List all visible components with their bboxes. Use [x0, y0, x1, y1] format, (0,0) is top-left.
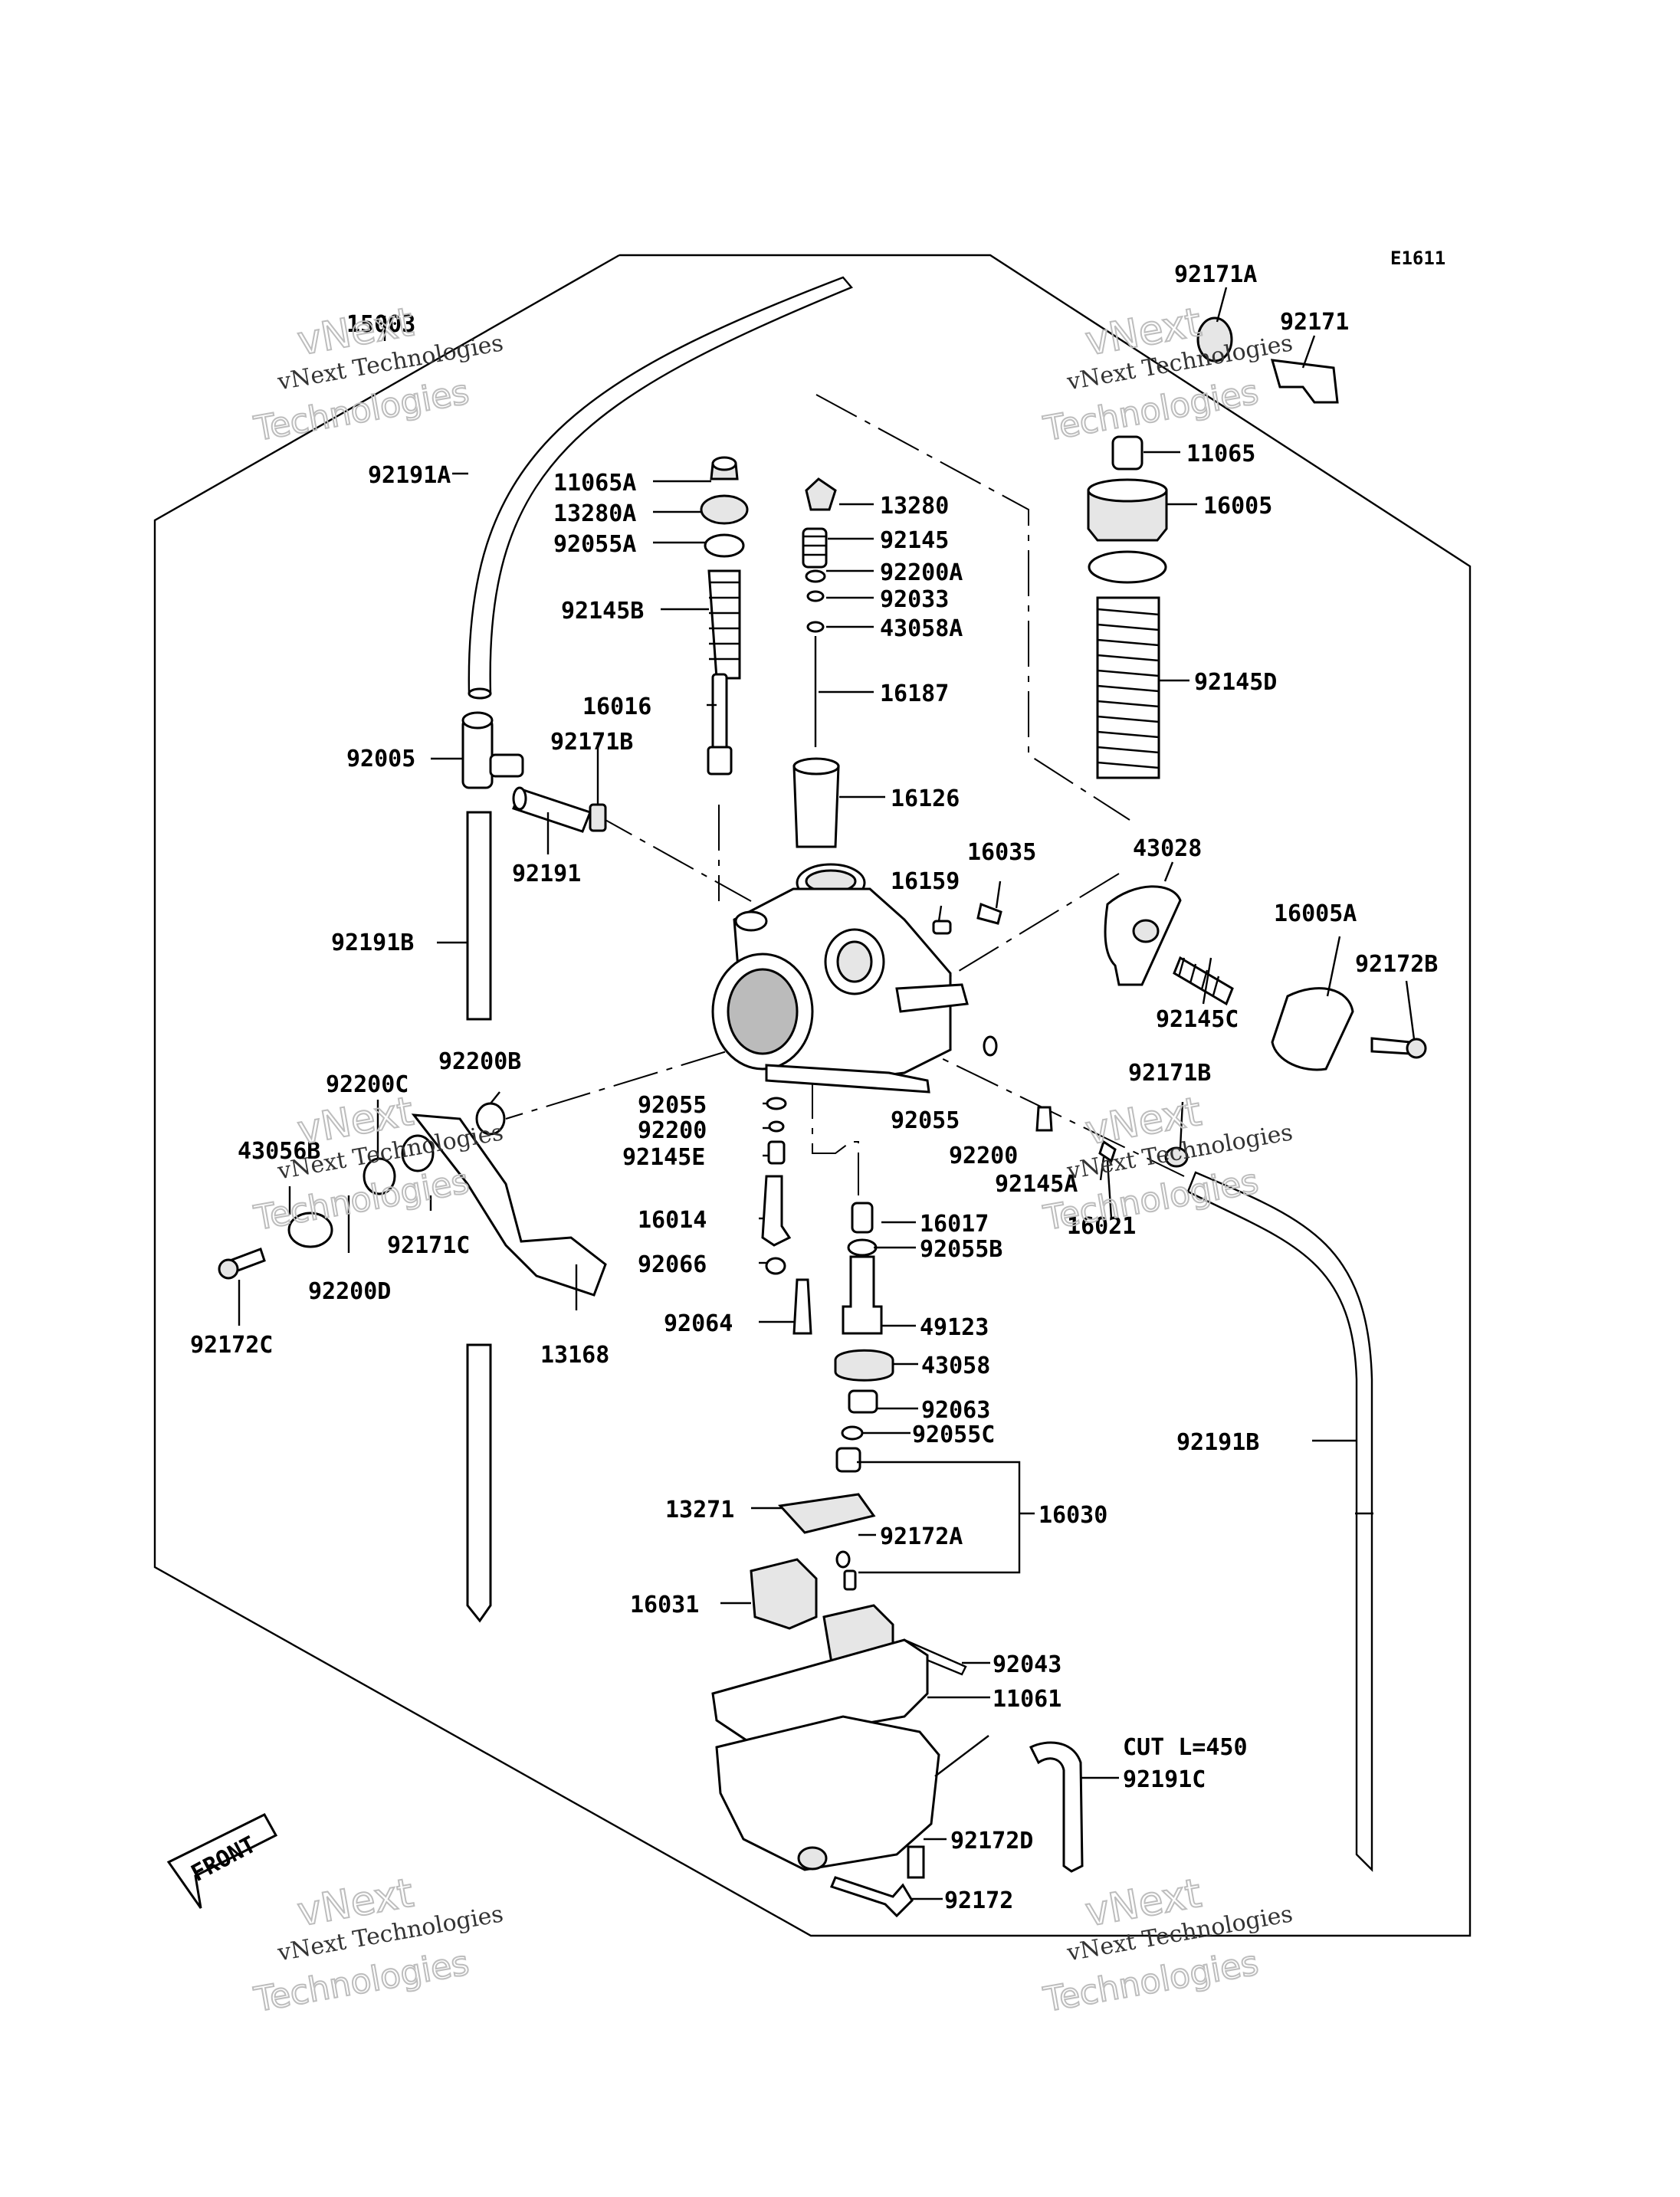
label-16030: 16030 [1039, 1502, 1107, 1529]
label-92200-left: 92200 [638, 1117, 707, 1144]
cable-end-icon [468, 687, 492, 700]
label-16031: 16031 [630, 1592, 699, 1618]
label-92172: 92172 [944, 1887, 1013, 1914]
watermark-bottom-right: vNext vNext Technologies Technologies [1040, 1870, 1295, 2021]
label-92200C: 92200C [326, 1071, 409, 1098]
label-92191: 92191 [512, 861, 581, 887]
label-92005: 92005 [346, 746, 415, 772]
label-92145E: 92145E [622, 1144, 705, 1171]
note-cut-length: CUT L=450 [1123, 1734, 1248, 1761]
label-16187: 16187 [880, 680, 949, 707]
label-92171A: 92171A [1174, 261, 1257, 288]
slide-parts-center [792, 477, 840, 848]
label-92064: 92064 [664, 1310, 733, 1337]
label-92200D: 92200D [308, 1278, 391, 1305]
label-92172B: 92172B [1355, 951, 1438, 978]
label-16126: 16126 [891, 785, 960, 812]
label-13280: 13280 [880, 493, 949, 520]
label-92145C: 92145C [1156, 1006, 1239, 1033]
vent-hose-left-92191B [466, 811, 492, 1021]
tee-fitting-92005 [461, 711, 524, 789]
vent-hose-left-lower [466, 1343, 492, 1623]
label-15003: 15003 [346, 311, 415, 338]
hose-92191 [512, 786, 592, 833]
label-92055-left: 92055 [638, 1092, 707, 1119]
label-92191A: 92191A [368, 462, 451, 489]
jet-stack [761, 1097, 894, 1473]
label-43028: 43028 [1133, 835, 1202, 862]
label-92145: 92145 [880, 527, 949, 554]
diagram-code: E1611 [1390, 248, 1445, 269]
carburetor-body [711, 863, 969, 1094]
label-92033: 92033 [880, 586, 949, 613]
watermark-top-right: vNext vNext Technologies Technologies [1040, 299, 1295, 450]
label-11061: 11061 [993, 1686, 1061, 1713]
label-16159: 16159 [891, 868, 960, 895]
label-92145D: 92145D [1194, 669, 1277, 696]
front-arrow-icon: FRONT [166, 1813, 278, 1909]
label-92200-right: 92200 [949, 1143, 1018, 1169]
label-43056B: 43056B [238, 1138, 320, 1165]
label-92191B-left: 92191B [331, 930, 414, 956]
watermark-bottom-left: vNext vNext Technologies Technologies [251, 1870, 506, 2021]
label-16005: 16005 [1203, 493, 1272, 520]
label-92172C: 92172C [190, 1332, 273, 1359]
label-16014: 16014 [638, 1207, 707, 1234]
label-92055-right: 92055 [891, 1107, 960, 1134]
label-92171B-top: 92171B [550, 729, 633, 756]
label-11065A: 11065A [553, 470, 636, 497]
label-43058: 43058 [921, 1353, 990, 1379]
leader-lines [238, 287, 1416, 1900]
label-92172D: 92172D [950, 1828, 1033, 1854]
label-92171B-right: 92171B [1128, 1060, 1211, 1087]
watermark-mid-right: vNext vNext Technologies Technologies [1040, 1088, 1295, 1239]
label-92200A: 92200A [880, 559, 963, 586]
watermark-top-left: vNext vNext Technologies Technologies [251, 299, 506, 450]
part-labels: 15003 92191A 11065A 13280A 92055A 92145B… [190, 261, 1438, 1914]
label-92172A: 92172A [880, 1523, 963, 1550]
label-92191C: 92191C [1123, 1766, 1206, 1793]
clamp-92171B [589, 803, 607, 832]
hose-92191C [1029, 1741, 1084, 1873]
label-16005A: 16005A [1274, 900, 1357, 927]
air-screw-and-valve [932, 885, 1427, 1071]
label-92055B: 92055B [920, 1236, 1002, 1263]
label-13280A: 13280A [553, 500, 636, 527]
label-16016: 16016 [582, 694, 651, 720]
slide-parts-left [700, 456, 749, 776]
label-11065: 11065 [1186, 441, 1255, 467]
label-16017: 16017 [920, 1211, 989, 1238]
vent-hose-right-92191B [1186, 1171, 1373, 1872]
label-92145A: 92145A [995, 1171, 1078, 1198]
clamps-92171 [1196, 316, 1339, 404]
label-92191B-right: 92191B [1176, 1429, 1259, 1456]
throttle-cable-92191A [468, 276, 853, 695]
label-92171: 92171 [1280, 309, 1349, 336]
label-43058A: 43058A [880, 615, 963, 642]
label-16021: 16021 [1067, 1213, 1136, 1240]
throttle-linkage [218, 1102, 607, 1297]
assembly-boundary [153, 254, 1472, 1937]
label-13168: 13168 [540, 1342, 609, 1369]
label-92200B: 92200B [438, 1048, 521, 1075]
label-92043: 92043 [993, 1651, 1061, 1678]
label-92171C: 92171C [387, 1232, 470, 1259]
label-16035: 16035 [967, 839, 1036, 866]
label-92063: 92063 [921, 1397, 990, 1424]
label-13271: 13271 [665, 1497, 734, 1523]
small-parts-right [983, 1035, 1189, 1168]
label-92145B: 92145B [561, 598, 644, 625]
label-49123: 49123 [920, 1314, 989, 1341]
top-cap-assembly [1087, 435, 1168, 779]
float-and-bowl [711, 1493, 967, 1918]
label-92066: 92066 [638, 1251, 707, 1278]
label-92055C: 92055C [912, 1421, 995, 1448]
label-92055A: 92055A [553, 531, 636, 558]
